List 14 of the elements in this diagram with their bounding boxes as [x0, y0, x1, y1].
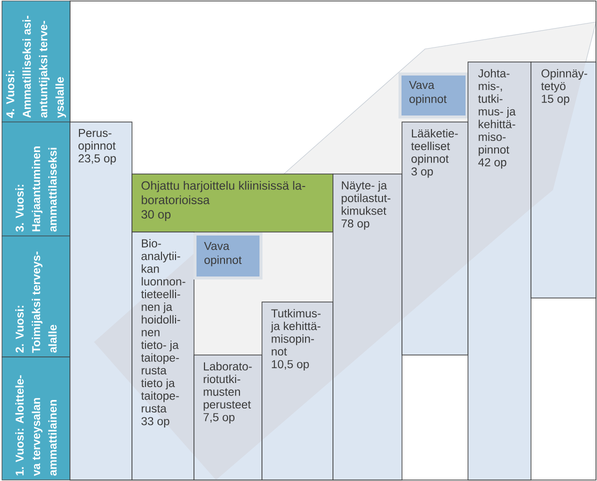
course-box: Bio-analytii-kan luonnon-tieteelli-nen ja hoidolli-nen tieto- ja taitope-rusta tieto ja taitope-rusta 33 op — [132, 232, 194, 480]
course-box: Opinnäy-tetyö 15 op — [530, 62, 596, 298]
course-box: Vava opinnot — [194, 232, 262, 280]
course-box: Vava opinnot — [398, 72, 468, 118]
course-box: Perus-opinnot 23,5 op — [70, 122, 132, 480]
course-box: Laborato-riotutki-musten perusteet 7,5 op — [194, 354, 262, 480]
course-box: Ohjattu harjoittelu kliinisissä la-boratorioissa 30 op — [132, 174, 334, 232]
course-box: Lääketie-teelliset opinnot 3 op — [402, 122, 468, 356]
course-box: Johta-mis-, tutki-mus- ja kehittä-miso-pinnot 42 op — [468, 62, 532, 480]
row-header: 4. Vuosi: Ammatilliseksi asi-antuntijaksi terve-ysalalle — [2, 0, 70, 122]
row-header: 3. Vuosi: Harjaantuminen ammattilaiseksi — [2, 122, 70, 236]
course-box: Näyte- ja potilastut-kimukset 78 op — [332, 174, 402, 480]
course-box: Tutkimus- ja kehittä-misopin-not 10,5 op — [262, 302, 334, 480]
row-header: 1. Vuosi: Aloittele-va terveysalan ammattilainen — [2, 356, 70, 480]
